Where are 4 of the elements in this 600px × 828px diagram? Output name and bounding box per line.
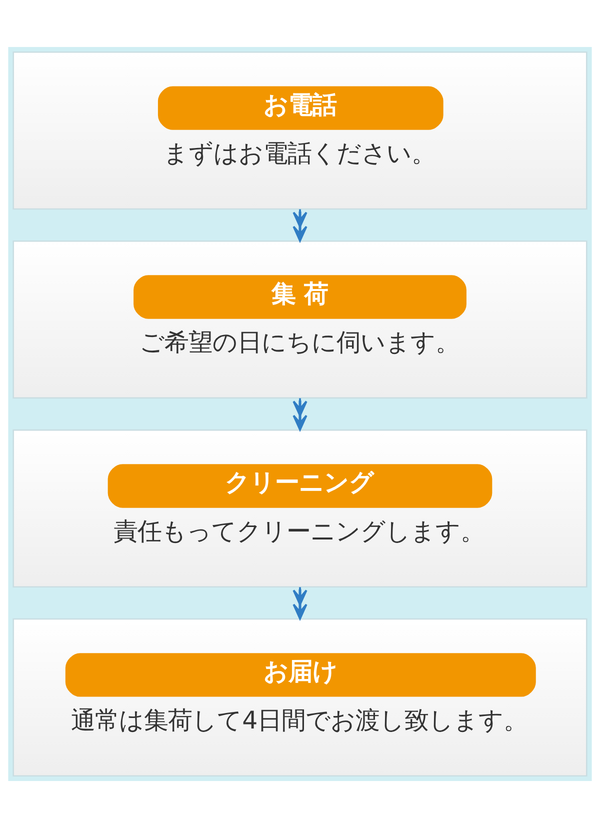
- node-box: 集 荷 ご希望の日にちに伺います。: [12, 240, 588, 399]
- node-box: クリーニング 責任もってクリーニングします。: [12, 429, 588, 588]
- node-box: お届け 通常は集荷して4日間でお渡し致します。: [12, 618, 588, 776]
- node-box: お電話 まずはお電話ください。: [12, 52, 588, 210]
